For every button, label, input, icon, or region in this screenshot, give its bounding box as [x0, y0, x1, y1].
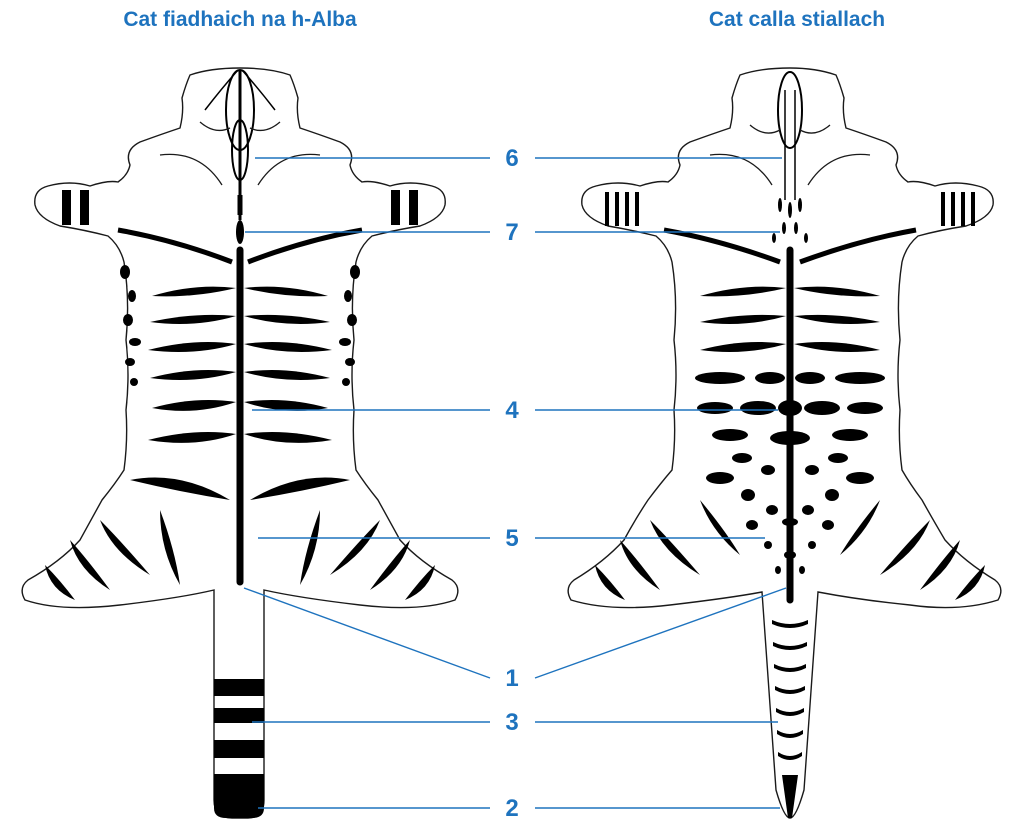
wildcat-tail-tip [214, 774, 264, 818]
wildcat-tail-band [214, 679, 264, 696]
label-4: 4 [505, 397, 519, 424]
wildcat-tail-band [214, 708, 264, 723]
label-6: 6 [505, 145, 518, 172]
label-3: 3 [505, 709, 518, 736]
label-1: 1 [505, 665, 518, 692]
wildcat-tail-band [214, 740, 264, 758]
label-5: 5 [505, 525, 518, 552]
label-2: 2 [505, 795, 518, 822]
tabby-pelt [568, 68, 1001, 818]
label-7: 7 [505, 219, 518, 246]
wildcat-pelt [22, 68, 458, 818]
